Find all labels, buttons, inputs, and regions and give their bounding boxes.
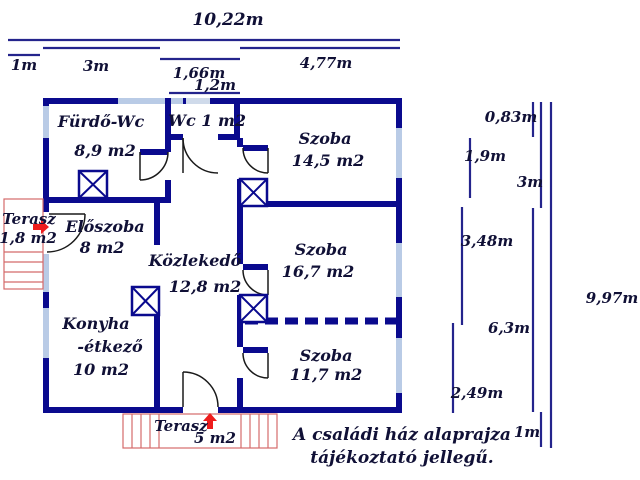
room-konyha-name2: -étkező	[77, 337, 143, 356]
top-dim-12: 1,2m	[194, 76, 236, 94]
caption-line-1: A családi ház alaprajza	[291, 425, 511, 445]
top-dim-166: 1,66m	[173, 64, 225, 82]
top-dim-total: 10,22m	[192, 10, 263, 30]
window-left-2	[43, 253, 49, 292]
room-szoba3-name: Szoba	[300, 346, 353, 365]
door-terasz-bottom	[182, 371, 219, 408]
room-konyha-name: Konyha	[61, 314, 129, 333]
top-dim-477: 4,77m	[300, 54, 352, 72]
room-furdo-name: Fürdő-Wc	[57, 112, 145, 131]
room-wc-label: Wc 1 m2	[168, 111, 246, 130]
entrance-arrow-left	[33, 220, 49, 234]
right-dim-3m: 3m	[517, 173, 543, 191]
window-left-3	[43, 308, 49, 358]
caption-line-2: tájékoztató jellegű.	[310, 448, 493, 468]
room-kozlekedo-area: 12,8 m2	[169, 277, 242, 296]
window-right-1	[396, 128, 402, 178]
room-kozlekedo-name: Közlekedő	[148, 251, 242, 270]
room-szoba3-area: 11,7 m2	[290, 365, 363, 384]
entrance-arrow-up	[203, 413, 217, 429]
door-swings	[46, 137, 269, 408]
door-furdo	[139, 151, 169, 181]
terasz-left-name: Terasz	[2, 210, 56, 228]
right-dim-63: 6,3m	[488, 319, 530, 337]
terasz-left-area: 1,8 m2	[0, 229, 57, 247]
room-eloszoba-area: 8 m2	[79, 238, 125, 257]
dimension-lines-top	[8, 38, 400, 95]
window-top-1	[118, 98, 183, 104]
door-gap-terasz-left	[42, 212, 50, 254]
door-terasz-left	[46, 213, 86, 253]
top-dim-1m: 1m	[11, 56, 37, 74]
room-szoba1-name: Szoba	[299, 129, 352, 148]
shaft-furdo	[77, 169, 109, 200]
door-gap-terasz-bottom	[183, 406, 218, 414]
window-top-wc	[186, 98, 210, 104]
room-szoba2-area: 16,7 m2	[282, 262, 355, 281]
stairs-left	[3, 198, 44, 290]
dimension-lines-right	[451, 102, 553, 448]
right-dim-348: 3,48m	[461, 232, 513, 250]
door-szoba2	[242, 269, 269, 296]
window-right-2	[396, 243, 402, 297]
door-szoba1	[242, 147, 269, 174]
window-right-3	[396, 338, 402, 393]
interior-walls	[43, 98, 402, 413]
shaft-konyha	[130, 285, 161, 317]
terasz-bottom-area: 5 m2	[194, 429, 236, 447]
top-dim-3m: 3m	[83, 57, 109, 75]
room-eloszoba-name: Előszoba	[64, 217, 144, 236]
room-szoba2-name: Szoba	[295, 240, 348, 259]
terasz-bottom-name: Terasz	[154, 417, 208, 435]
windows	[43, 98, 402, 393]
window-left-1	[43, 106, 49, 138]
room-konyha-area: 10 m2	[73, 360, 129, 379]
right-dim-19: 1,9m	[464, 147, 506, 165]
door-szoba3	[242, 352, 269, 379]
right-dim-997: 9,97m	[586, 289, 638, 307]
right-dim-1m: 1m	[514, 423, 540, 441]
right-dim-249: 2,49m	[450, 384, 503, 402]
room-szoba1-area: 14,5 m2	[292, 151, 365, 170]
right-dim-083: 0,83m	[485, 108, 537, 126]
stairs-bottom	[122, 413, 278, 449]
shaft-szoba2	[238, 293, 269, 324]
room-furdo-area: 8,9 m2	[73, 141, 135, 160]
door-wc	[182, 137, 219, 174]
shaft-symbols	[77, 169, 269, 324]
shaft-szoba1	[238, 177, 269, 208]
